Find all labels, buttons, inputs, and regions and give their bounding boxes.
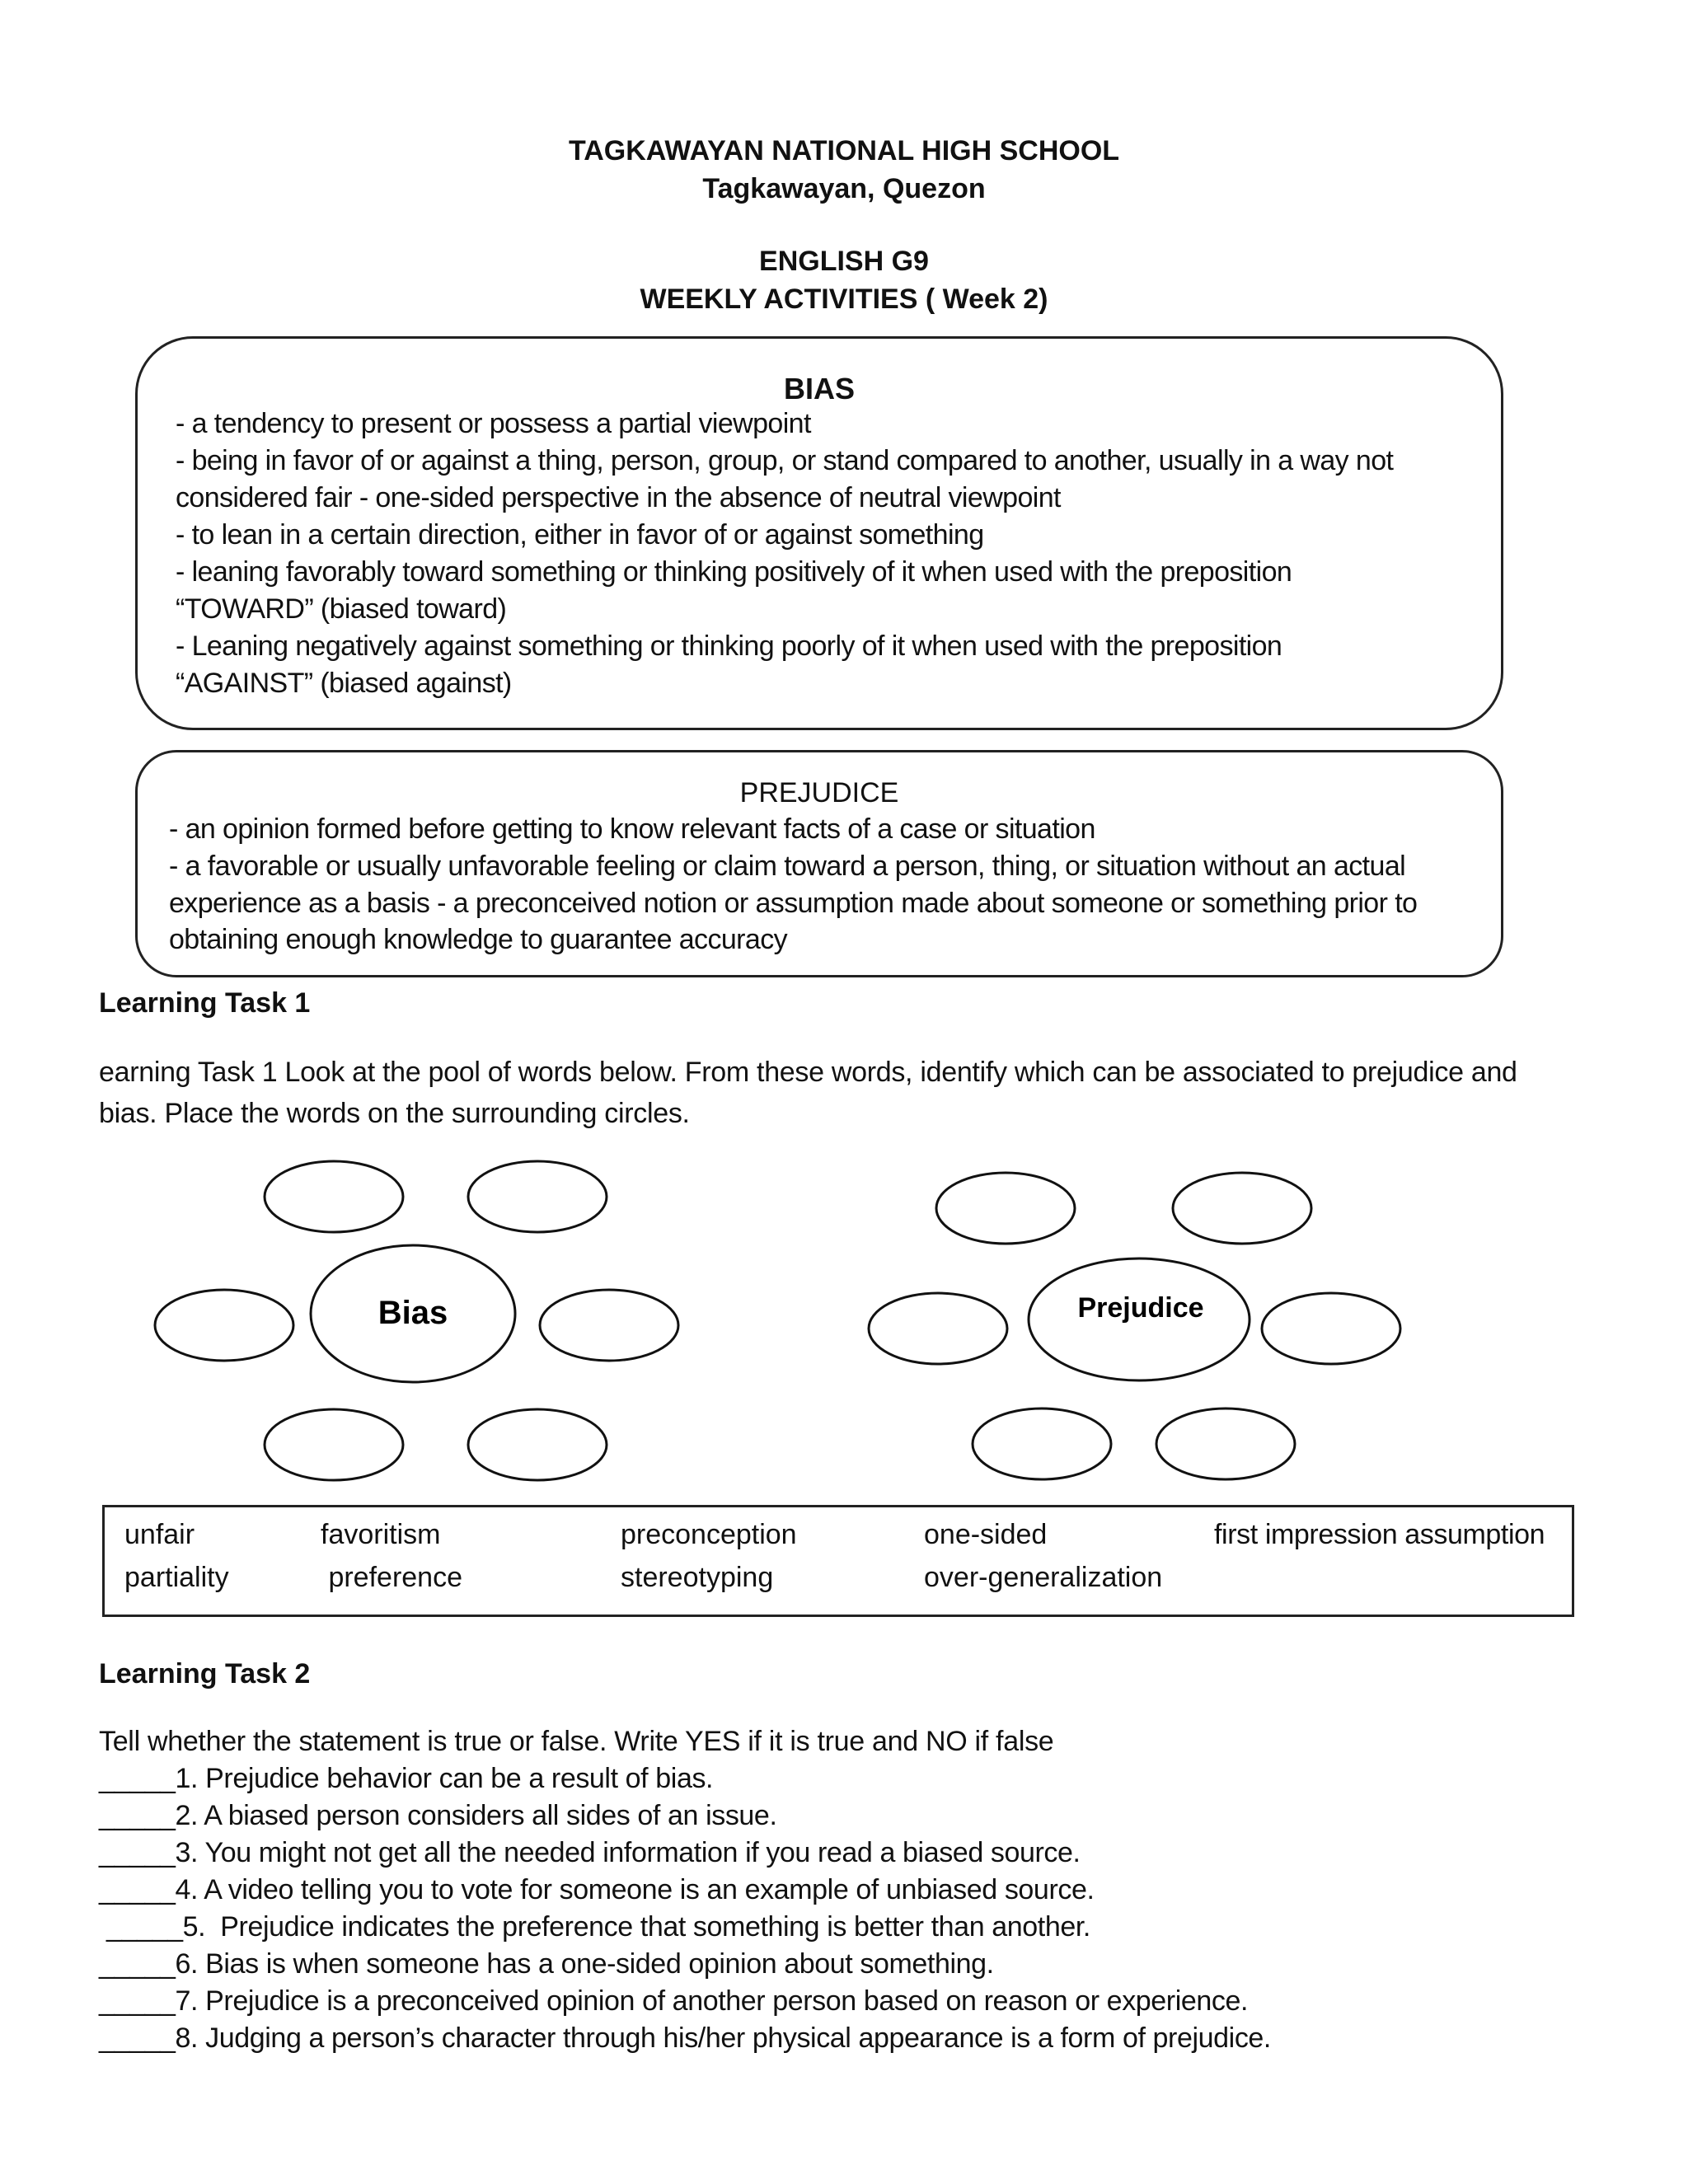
word-pool-item: one-sided <box>924 1519 1048 1550</box>
task1-heading: Learning Task 1 <box>99 987 311 1019</box>
prejudice-answer-circle[interactable] <box>971 1407 1113 1481</box>
school-location: Tagkawayan, Quezon <box>702 173 986 204</box>
bias-answer-circle[interactable] <box>467 1160 608 1234</box>
school-name: TAGKAWAYAN NATIONAL HIGH SCHOOL <box>568 135 1120 166</box>
bias-answer-circle[interactable] <box>153 1288 295 1362</box>
prejudice-center-circle <box>1027 1257 1251 1382</box>
bias-center-circle <box>309 1244 517 1384</box>
word-pool-item: favoritism <box>321 1519 441 1550</box>
task2-item[interactable]: _____7. Prejudice is a preconceived opin… <box>99 1985 1249 2017</box>
word-pool-item: stereotyping <box>621 1562 774 1593</box>
task2-item[interactable]: _____2. A biased person considers all si… <box>99 1800 777 1831</box>
prejudice-line: - a favorable or usually unfavorable fee… <box>169 851 1406 882</box>
prejudice-line: - an opinion formed before getting to kn… <box>169 813 1095 845</box>
word-pool-box: unfair favoritism preconception one-side… <box>102 1505 1574 1617</box>
bias-answer-circle[interactable] <box>263 1408 405 1482</box>
prejudice-title: PREJUDICE <box>739 777 899 808</box>
bias-answer-circle[interactable] <box>538 1288 680 1362</box>
word-pool-item: first impression assumption <box>1214 1519 1545 1550</box>
prejudice-answer-circle[interactable] <box>1171 1171 1313 1245</box>
word-map-diagram: Bias Prejudice <box>153 1160 1402 1384</box>
word-pool-item: over-generalization <box>924 1562 1163 1593</box>
word-pool-item: partiality <box>124 1562 229 1593</box>
task2-item[interactable]: _____4. A video telling you to vote for … <box>99 1874 1095 1905</box>
prejudice-answer-circle[interactable] <box>935 1171 1076 1245</box>
subject-grade: ENGLISH G9 <box>759 246 929 277</box>
bias-answer-circle[interactable] <box>467 1408 608 1482</box>
task2-item[interactable]: _____6. Bias is when someone has a one-s… <box>99 1948 994 1980</box>
word-pool-item: unfair <box>124 1519 195 1550</box>
bias-center-label: Bias <box>378 1295 448 1331</box>
task1-instruction: earning Task 1 Look at the pool of words… <box>99 1057 1517 1088</box>
bias-line: - being in favor of or against a thing, … <box>176 445 1394 476</box>
prejudice-center-label: Prejudice <box>1077 1292 1203 1324</box>
task2-item[interactable]: _____3. You might not get all the needed… <box>99 1837 1081 1868</box>
task2-item[interactable]: _____5. Prejudice indicates the preferen… <box>99 1911 1090 1943</box>
prejudice-answer-circle[interactable] <box>1155 1407 1296 1481</box>
bias-title: BIAS <box>783 372 855 405</box>
bias-definition-box: BIAS - a tendency to present or possess … <box>135 336 1503 730</box>
prejudice-definition-box: PREJUDICE - an opinion formed before get… <box>135 750 1503 977</box>
word-pool-item: preference <box>321 1562 462 1593</box>
task1-instruction: bias. Place the words on the surrounding… <box>99 1098 690 1129</box>
task2-heading: Learning Task 2 <box>99 1658 311 1690</box>
bias-line: - Leaning negatively against something o… <box>176 630 1282 662</box>
bias-line: - leaning favorably toward something or … <box>176 556 1292 588</box>
bias-line: “TOWARD” (biased toward) <box>176 593 507 625</box>
bias-line: “AGAINST” (biased against) <box>176 668 512 699</box>
prejudice-answer-circle[interactable] <box>1260 1291 1402 1366</box>
prejudice-answer-circle[interactable] <box>867 1291 1009 1366</box>
bias-answer-circle[interactable] <box>263 1160 405 1234</box>
prejudice-line: experience as a basis - a preconceived n… <box>169 888 1418 919</box>
activity-title: WEEKLY ACTIVITIES ( Week 2) <box>640 284 1048 315</box>
bias-line: - to lean in a certain direction, either… <box>176 519 984 551</box>
task2-instruction: Tell whether the statement is true or fa… <box>99 1726 1054 1757</box>
word-pool-item: preconception <box>621 1519 797 1550</box>
task2-item[interactable]: _____1. Prejudice behavior can be a resu… <box>99 1763 714 1794</box>
prejudice-line: obtaining enough knowledge to guarantee … <box>169 924 788 955</box>
word-map-lower-circles <box>263 1407 1296 1482</box>
bias-line: considered fair - one-sided perspective … <box>176 482 1061 513</box>
bias-line: - a tendency to present or possess a par… <box>176 408 811 439</box>
task2-item[interactable]: _____8. Judging a person’s character thr… <box>99 2022 1271 2054</box>
